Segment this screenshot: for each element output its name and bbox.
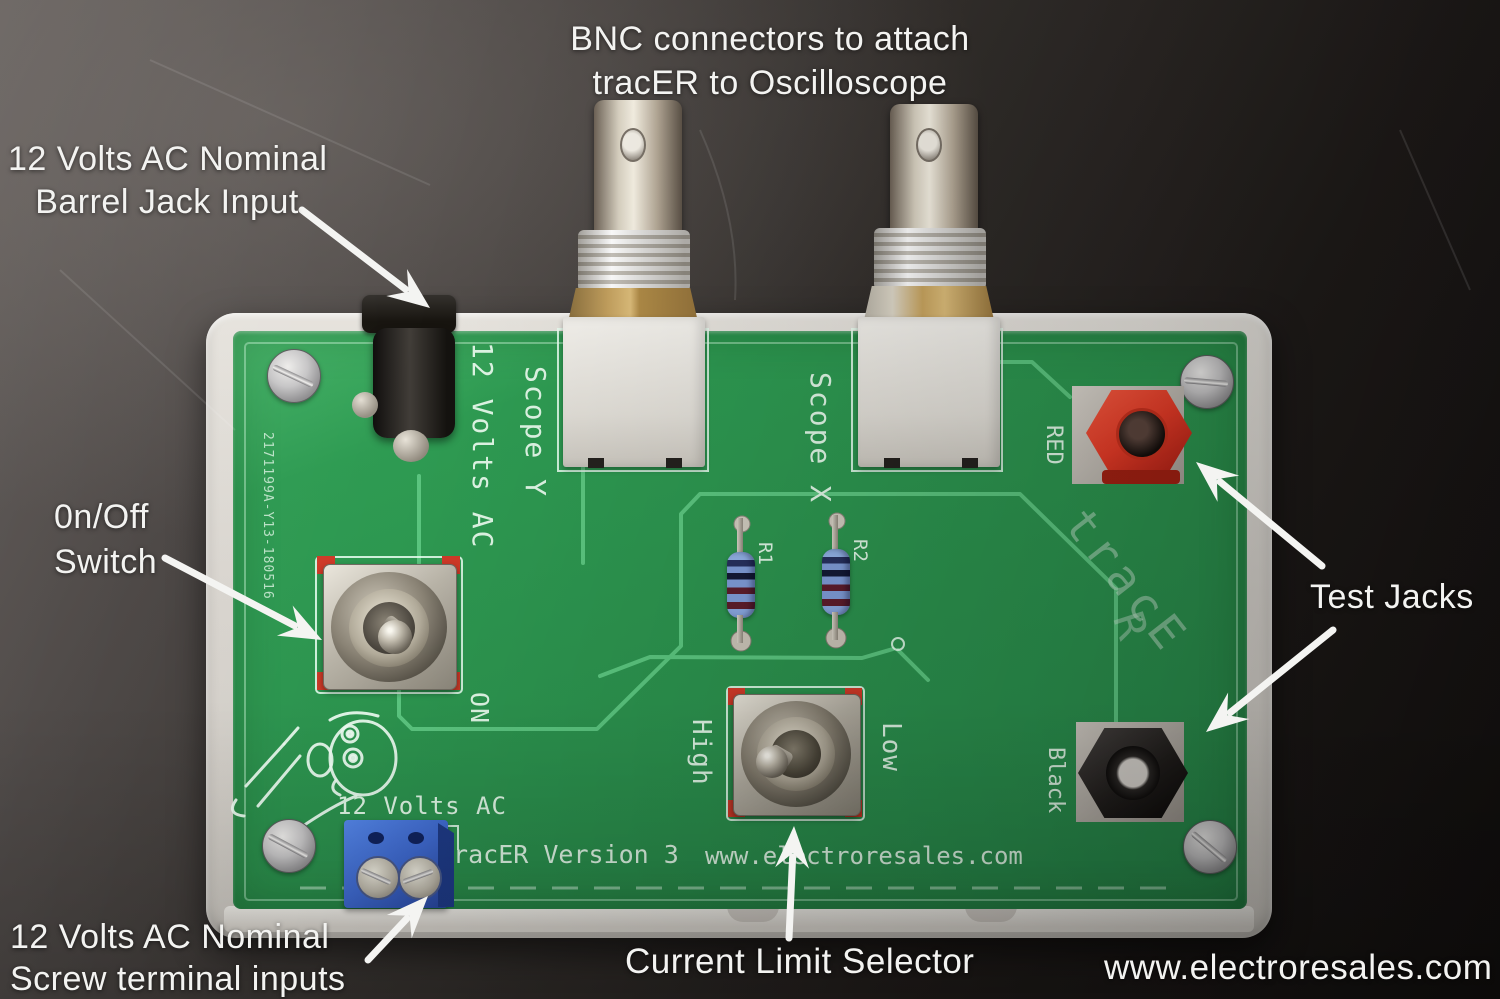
corner-screw xyxy=(1180,355,1234,409)
trace-via-stub xyxy=(896,648,930,682)
silk-terminal-input-label: 12 Volts AC xyxy=(337,792,507,820)
trace-red-jack xyxy=(992,360,1072,399)
annotation-screw-line1: 12 Volts AC Nominal xyxy=(10,918,330,956)
resistor-r1 xyxy=(727,552,755,618)
bnc-y-contact xyxy=(666,458,682,468)
corner-screw xyxy=(1183,820,1237,874)
bnc-y-base xyxy=(563,317,705,467)
bnc-x-threads xyxy=(874,228,986,290)
bnc-y-contact xyxy=(588,458,604,468)
enclosure-rim-notch xyxy=(727,906,779,922)
resistor-r1-lead xyxy=(737,518,743,558)
silk-website-label: www.electroresales.com xyxy=(705,842,1023,870)
silk-version-label: tracER Version 3 xyxy=(438,840,679,869)
annotation-test-jacks: Test Jacks xyxy=(1310,578,1474,616)
resistor-r2 xyxy=(822,549,850,615)
screw-terminal-side xyxy=(438,823,454,907)
corner-screw xyxy=(267,349,321,403)
black-jack-hole xyxy=(1106,746,1160,800)
bnc-x-contact xyxy=(962,458,978,468)
annotation-arrow xyxy=(386,268,430,308)
resistor-r2-lead xyxy=(832,515,838,555)
trace-main-loop xyxy=(397,492,1118,731)
annotation-arrow xyxy=(364,915,411,964)
bnc-x-bayonet-hole xyxy=(916,128,942,162)
red-jack-collar xyxy=(1102,470,1180,484)
annotation-arrow xyxy=(276,605,322,640)
annotation-website: www.electroresales.com xyxy=(1104,948,1493,987)
silk-box-limit-switch xyxy=(726,686,865,821)
barrel-jack-body xyxy=(373,328,455,438)
enclosure-rim-notch xyxy=(965,906,1017,922)
annotation-power-line2: Switch xyxy=(54,543,158,581)
annotation-barrel-line1: 12 Volts AC Nominal xyxy=(8,140,328,178)
limit-switch-lever-ball xyxy=(756,746,788,778)
trace-current-switch xyxy=(598,647,895,678)
power-switch-lever-ball xyxy=(378,620,412,654)
resistor-r2-lead xyxy=(832,612,838,640)
annotation-arrow xyxy=(386,896,428,939)
terminal-screw xyxy=(398,856,442,900)
solder-blob xyxy=(352,392,378,418)
solder-blob xyxy=(393,430,429,462)
annotation-arrow xyxy=(1226,626,1337,717)
annotation-arrow xyxy=(1216,478,1326,570)
silk-box-power-switch xyxy=(315,556,463,694)
background-scratches xyxy=(59,59,1471,431)
via-pad xyxy=(891,637,905,651)
annotation-bnc-line2: tracER to Oscilloscope xyxy=(592,64,948,102)
silk-bracket-terminal xyxy=(446,825,459,850)
annotation-power-line1: 0n/Off xyxy=(54,498,149,536)
annotation-bnc-line1: BNC connectors to attach xyxy=(570,20,970,58)
bnc-y-threads xyxy=(578,230,690,292)
annotation-screw-line2: Screw terminal inputs xyxy=(10,960,346,998)
bnc-y-hex-nut xyxy=(568,288,698,322)
bnc-x-base xyxy=(858,317,1000,467)
bnc-x-contact xyxy=(884,458,900,468)
bnc-x-barrel xyxy=(890,104,978,234)
terminal-wire-hole xyxy=(408,832,424,844)
annotation-arrow xyxy=(298,206,409,293)
annotation-current-limit: Current Limit Selector xyxy=(625,942,975,981)
annotation-arrow xyxy=(785,853,797,942)
terminal-wire-hole xyxy=(368,832,384,844)
bnc-y-barrel xyxy=(594,100,682,234)
red-jack-hole xyxy=(1116,408,1168,460)
pcb-silkscreen-border xyxy=(244,342,1238,901)
corner-screw xyxy=(262,819,316,873)
annotation-arrow xyxy=(775,826,810,869)
bnc-y-bayonet-hole xyxy=(620,128,646,162)
annotation-arrow xyxy=(1196,462,1240,502)
annotation-arrow xyxy=(161,554,299,630)
copper-traces xyxy=(397,360,1118,731)
annotation-arrow xyxy=(1206,692,1250,732)
bnc-x-hex-nut xyxy=(864,286,994,320)
annotation-barrel-line2: Barrel Jack Input xyxy=(35,183,299,221)
resistor-r1-lead xyxy=(737,615,743,643)
